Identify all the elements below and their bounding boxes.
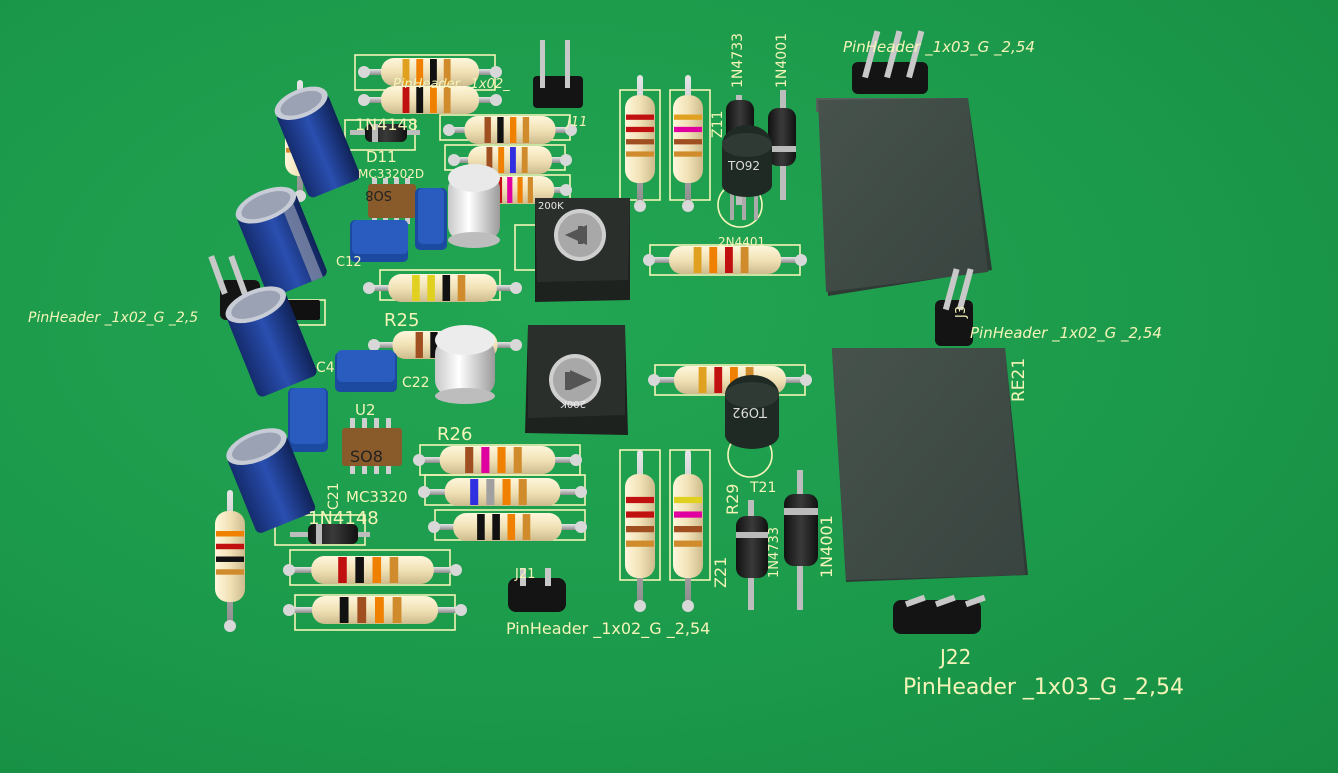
label-mc3320-bottom: MC3320 [346, 488, 408, 506]
resistor-h-10 [413, 446, 582, 474]
diode-1n4148-bottom [290, 524, 370, 544]
resistor-h-11 [418, 478, 587, 506]
label-t21: T21 [749, 480, 776, 496]
diode-1n4148-top [350, 124, 420, 142]
transistor-to92-top [722, 125, 772, 220]
label-pinheader-left: PinHeader _1x02_G _2,5 [28, 310, 198, 326]
led-bottom [435, 325, 495, 404]
resistor-v-4 [673, 450, 703, 612]
label-r26: R26 [437, 424, 472, 445]
label-2n4401-top: 2N4401 [718, 235, 765, 249]
label-c21: C21 [326, 482, 342, 510]
diode-1n4733-bottom [736, 500, 768, 610]
diode-1n4001-top [768, 90, 796, 200]
label-j22: J22 [938, 645, 971, 669]
resistor-h-2 [358, 86, 502, 114]
label-j11: J11 [564, 115, 587, 130]
resistor-h-13 [283, 556, 462, 584]
label-d11: D11 [366, 148, 397, 166]
label-c12: C12 [336, 255, 362, 270]
label-to92-bottom: TO92 [732, 404, 768, 419]
label-1n4733-top: 1N4733 [730, 33, 746, 88]
label-mc33202d-top: MC33202D [358, 167, 424, 181]
label-j3: J3 [954, 306, 969, 319]
label-1n4148-top: 1N4148 [355, 115, 418, 134]
resistor-v-5 [215, 490, 245, 632]
label-1n4148-bottom: 1N4148 [308, 508, 379, 529]
resistor-v-3 [625, 450, 655, 612]
label-1n4001-bottom: 1N4001 [817, 515, 836, 578]
label-z11: Z11 [710, 111, 726, 138]
label-pot-bottom: 200K [560, 398, 586, 409]
label-pinheader-j3: PinHeader _1x02_G _2,54 [970, 324, 1162, 343]
label-u2: U2 [355, 401, 376, 419]
resistor-h-6 [643, 246, 807, 274]
resistor-h-3 [443, 116, 577, 144]
label-to92-top: TO92 [727, 159, 760, 173]
label-r29: R29 [723, 484, 742, 515]
transistor-to92-bottom [725, 375, 779, 449]
ic-so8-bottom [342, 418, 402, 474]
label-pinheader-1x03-top: PinHeader _1x03_G _2,54 [843, 38, 1035, 57]
label-pinheader-bottom: PinHeader _1x02_G _2,54 [506, 619, 710, 639]
label-pinheader-j11: PinHeader _1x02_ [393, 77, 510, 92]
label-c4: C4 [316, 360, 335, 376]
label-1n4733-bottom: 1N4733 [767, 527, 782, 578]
pin-header-j21[interactable] [508, 568, 566, 612]
electrolytic-cap-4 [226, 428, 316, 533]
pin-header-j3[interactable] [935, 268, 974, 346]
label-so8-bottom: SO8 [350, 447, 383, 466]
electrolytic-cap-1 [274, 86, 360, 198]
label-pinheader-1x03-bottom: PinHeader _1x03_G _2,54 [903, 675, 1184, 700]
label-z21: Z21 [711, 557, 730, 588]
trimpot-bottom[interactable] [525, 325, 628, 435]
label-pot-top: 200K [538, 201, 564, 212]
relay-top [816, 98, 992, 296]
trimpot-top[interactable] [535, 198, 630, 302]
resistor-v-2 [673, 75, 703, 212]
resistor-h-7 [363, 274, 522, 302]
diode-1n4001-bottom [784, 470, 818, 610]
label-so8-top: SO8 [365, 187, 392, 202]
resistor-h-14 [283, 596, 467, 624]
pin-header-j11[interactable] [533, 40, 583, 108]
label-j21: J21 [514, 567, 535, 582]
resistor-h-12 [428, 513, 587, 541]
label-c22: C22 [402, 375, 430, 391]
electrolytic-cap-3 [225, 286, 317, 397]
pin-header-top-1x03[interactable] [852, 30, 928, 94]
relay-bottom [832, 348, 1028, 582]
resistor-h-1 [358, 58, 502, 86]
led-top [448, 164, 500, 248]
tantalum-caps [288, 188, 447, 452]
pin-header-j22[interactable] [893, 594, 986, 634]
label-re21: RE21 [1009, 358, 1029, 402]
resistors-horizontal [283, 58, 812, 624]
resistor-v-1 [625, 75, 655, 212]
label-r25: R25 [384, 310, 419, 331]
ic-so8-top [368, 178, 416, 224]
electrolytic-cap-2 [235, 186, 327, 297]
label-1n4001-top: 1N4001 [774, 33, 790, 88]
